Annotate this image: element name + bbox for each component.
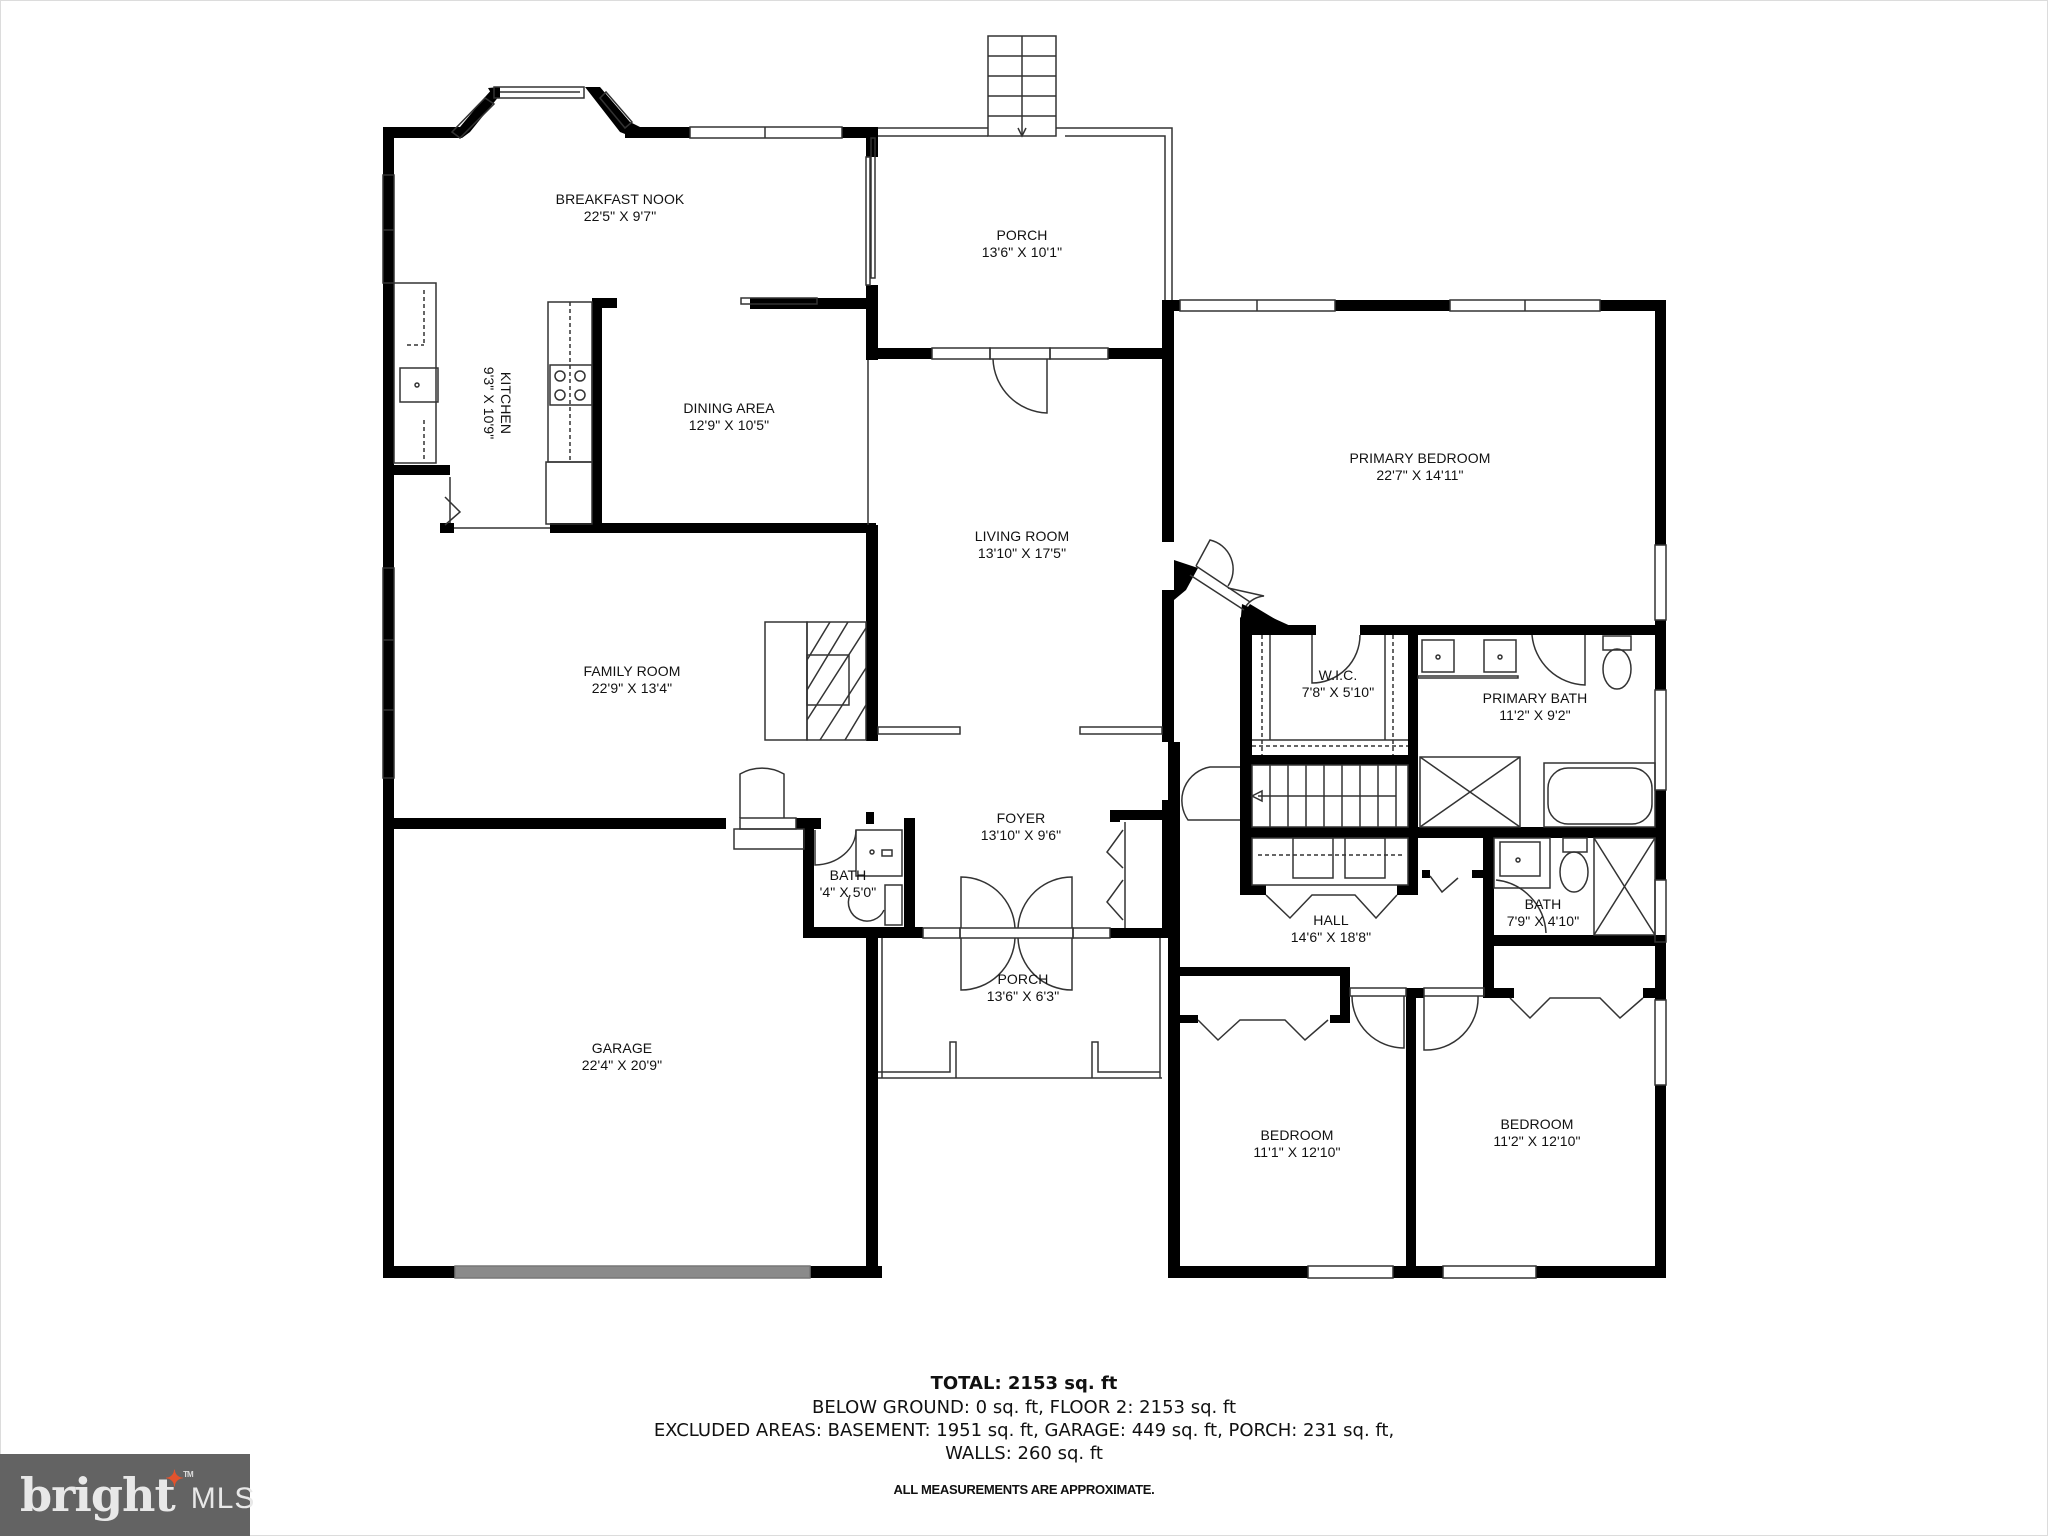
room-dimensions: 13'6" X 10'1" [981, 244, 1063, 260]
star-icon: ✦ [165, 1466, 183, 1492]
room-name: BEDROOM [1500, 1116, 1574, 1132]
room-porch-front: PORCH 13'6" X 6'3" [987, 971, 1060, 1005]
room-dimensions: 13'10" X 9'6" [980, 827, 1062, 843]
room-half-bath: BATH '4" X 5'0" [820, 867, 877, 901]
room-name: W.I.C. [1318, 667, 1358, 683]
room-family-room: FAMILY ROOM 22'9" X 13'4" [583, 663, 680, 697]
room-foyer: FOYER 13'10" X 9'6" [981, 810, 1061, 844]
room-wic: W.I.C. 7'8" X 5'10" [1302, 667, 1375, 701]
room-name: HALL [1313, 912, 1349, 928]
room-dimensions: 11'2" X 12'10" [1493, 1133, 1581, 1149]
room-bedroom-1: BEDROOM 11'1" X 12'10" [1253, 1127, 1340, 1161]
room-kitchen: KITCHEN 9'3" X 10'9" [480, 367, 514, 440]
room-dimensions: 22'5" X 9'7" [583, 208, 657, 224]
room-primary-bath: PRIMARY BATH 11'2" X 9'2" [1483, 690, 1588, 724]
total-area: TOTAL: 2153 sq. ft [930, 1373, 1118, 1394]
room-dimensions: 13'6" X 6'3" [986, 988, 1060, 1004]
logo-suffix: MLS [190, 1482, 256, 1515]
room-breakfast-nook: BREAKFAST NOOK 22'5" X 9'7" [556, 191, 685, 225]
room-name: DINING AREA [683, 400, 775, 416]
logo-brand: bright✦TM [20, 1466, 194, 1522]
room-bedroom-2: BEDROOM 11'2" X 12'10" [1493, 1116, 1580, 1150]
room-dimensions: 14'6" X 18'8" [1290, 929, 1372, 945]
room-name: BATH [829, 867, 867, 883]
room-dimensions: 7'9" X 4'10" [1506, 913, 1580, 929]
room-name: BEDROOM [1260, 1127, 1334, 1143]
room-dimensions: 9'3" X 10'9" [481, 366, 497, 440]
room-dimensions: 22'7" X 14'11" [1376, 467, 1464, 483]
room-name: LIVING ROOM [974, 528, 1070, 544]
room-dimensions: 22'9" X 13'4" [591, 680, 673, 696]
room-name: KITCHEN [498, 371, 514, 435]
room-dimensions: '4" X 5'0" [819, 884, 877, 900]
room-name: BREAKFAST NOOK [555, 191, 685, 207]
room-name: GARAGE [591, 1040, 653, 1056]
below-ground-area: BELOW GROUND: 0 sq. ft, FLOOR 2: 2153 sq… [811, 1397, 1237, 1418]
room-dimensions: 13'10" X 17'5" [977, 545, 1067, 561]
room-garage: GARAGE 22'4" X 20'9" [582, 1040, 662, 1074]
room-dimensions: 11'2" X 9'2" [1499, 707, 1571, 723]
walls-area: WALLS: 260 sq. ft [945, 1443, 1103, 1464]
logo-brand-text: bright [20, 1468, 176, 1522]
walls [383, 87, 1666, 1278]
thin-lines [382, 35, 1667, 1279]
room-living-room: LIVING ROOM 13'10" X 17'5" [975, 528, 1069, 562]
room-primary-bedroom: PRIMARY BEDROOM 22'7" X 14'11" [1349, 450, 1490, 484]
excluded-areas: EXCLUDED AREAS: BASEMENT: 1951 sq. ft, G… [653, 1420, 1395, 1441]
room-hall-bath: BATH 7'9" X 4'10" [1507, 896, 1580, 930]
room-name: PRIMARY BATH [1482, 690, 1588, 706]
room-dimensions: 7'8" X 5'10" [1301, 684, 1375, 700]
room-dimensions: 12'9" X 10'5" [688, 417, 770, 433]
room-dining-area: DINING AREA 12'9" X 10'5" [683, 400, 774, 434]
room-name: PORCH [997, 971, 1049, 987]
room-porch-back: PORCH 13'6" X 10'1" [982, 227, 1062, 261]
bright-mls-logo: bright✦TM MLS [0, 1454, 254, 1536]
room-name: BATH [1524, 896, 1562, 912]
room-dimensions: 22'4" X 20'9" [581, 1057, 663, 1073]
room-name: FAMILY ROOM [583, 663, 681, 679]
room-hall: HALL 14'6" X 18'8" [1291, 912, 1371, 946]
trademark: TM [183, 1470, 194, 1479]
room-name: PORCH [996, 227, 1048, 243]
disclaimer: ALL MEASUREMENTS ARE APPROXIMATE. [893, 1482, 1155, 1497]
room-name: PRIMARY BEDROOM [1349, 450, 1491, 466]
room-dimensions: 11'1" X 12'10" [1253, 1144, 1341, 1160]
room-name: FOYER [996, 810, 1046, 826]
